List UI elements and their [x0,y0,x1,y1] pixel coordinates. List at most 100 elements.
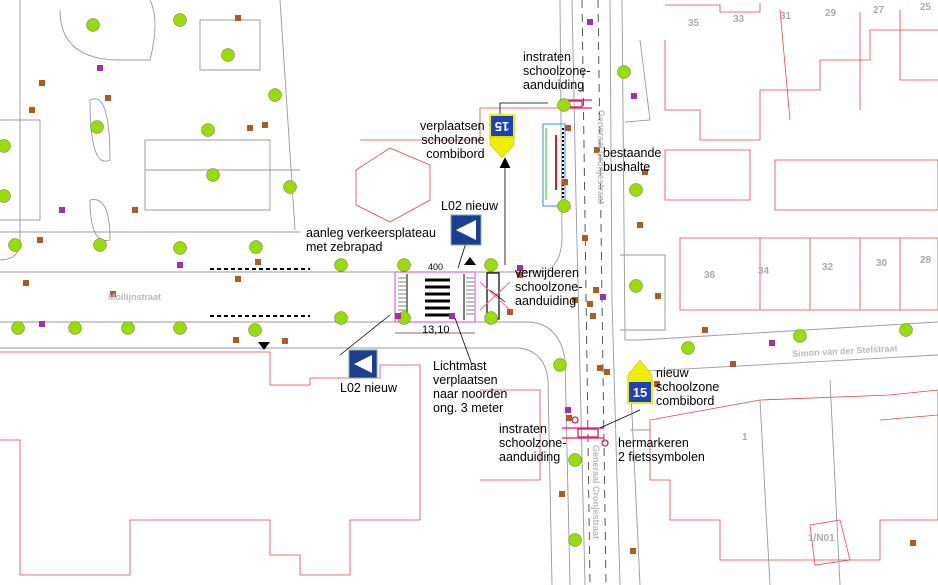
tree-icon [334,311,348,325]
label-nieuw-combibord: nieuw schoolzone combibord [656,366,720,408]
sign-post-icon [637,222,643,228]
house-number: 27 [873,5,885,16]
tree-icon [283,180,297,194]
label-lichtmast: Lichtmast verplaatsen naar noorden ong. … [433,359,508,415]
tree-icon [201,123,215,137]
combibord-top-speed: 15 [495,119,509,134]
sign-post-icon [590,313,596,319]
tree-icon [173,13,187,27]
tree-icon [206,168,220,182]
bus-stop [542,123,566,207]
lightpost-icon [449,313,455,319]
street-mollijnstraat: Mollijnstraat [108,292,162,302]
house-number: 35 [688,18,700,29]
tree-icon [617,65,631,79]
sign-post-icon [282,338,288,344]
label-l02-top: L02 nieuw [441,199,498,213]
sign-post-icon [39,80,45,86]
label-bestaande-bushalte: bestaande bushalte [603,146,662,174]
sign-post-icon [582,235,588,241]
tree-icon [568,453,582,467]
tree-icon [221,48,235,62]
tree-icon [173,241,187,255]
tree-icon [8,238,22,252]
house-number: 28 [920,255,932,266]
label-l02-bottom: L02 nieuw [340,381,397,395]
tree-icon [484,258,498,272]
tree-icon [268,88,282,102]
sign-post-icon [572,297,578,303]
tree-icon [629,279,643,293]
tree-icon [553,358,567,372]
lightpost-icon [631,93,637,99]
tree-icon [629,183,643,197]
sign-post-icon [642,169,648,175]
tree-icon [0,189,11,203]
arrows [339,102,641,429]
tree-icon [11,321,25,335]
sign-post-icon [132,207,138,213]
trees [0,13,913,547]
lightpost-icon [395,313,401,319]
tree-icon [568,533,582,547]
buildings [0,3,938,576]
label-length-1310: 13,10 [422,324,450,336]
sign-post-icon [235,276,241,282]
lightpost-icon [769,340,775,346]
house-number: 32 [822,262,834,273]
house-number: 1/N01 [808,533,835,544]
label-instraten-top: instraten schoolzone- aanduiding [523,50,591,92]
tree-icon [86,18,100,32]
tree-icon [793,329,807,343]
street-cronje-bottom: Generaal Cronjéstraat [591,445,601,540]
schoolzone-combibord-bottom: 15 [627,359,653,404]
sign-post-icon [255,259,261,265]
tree-icon [334,258,348,272]
sign-post-icon [594,147,600,153]
tree-icon [484,311,498,325]
label-verkeersplateau: aanleg verkeersplateau met zebrapad [306,226,436,254]
sign-post-icon [233,337,239,343]
sign-post-icon [562,179,568,185]
tree-icon [68,321,82,335]
sign-post-icon [566,415,572,421]
lightpost-icon [517,265,523,271]
label-hermarkeren: hermarkeren 2 fietssymbolen [618,436,705,464]
sign-post-icon [105,95,111,101]
combibord-bottom-speed: 15 [633,385,647,400]
tree-icon [557,199,571,213]
tree-icon [90,120,104,134]
house-number: 1 [742,432,748,443]
lightpost-icon [97,65,103,71]
lightpost-icon [59,207,65,213]
tree-icon [93,238,107,252]
sign-post-icon [587,301,593,307]
sign-post-icon [37,237,43,243]
house-number: 29 [825,8,837,19]
tree-icon [0,139,11,153]
sign-post-icon [565,125,571,131]
sign-post-icon [910,540,916,546]
sign-post-icon [29,107,35,113]
street-cronje-top: Generaal Cronjéstraat [596,110,606,205]
lightpost-icon [39,321,45,327]
tree-icon [899,323,913,337]
sign-post-icon [655,293,661,299]
l02-sign-top [450,214,482,246]
sign-post-icon [507,309,513,315]
tree-icon [173,321,187,335]
house-number: 34 [758,266,770,277]
lightpost-icon [177,262,183,268]
lightpost-icon [565,407,571,413]
label-width-400: 400 [428,262,444,272]
sign-post-icon [702,327,708,333]
sign-post-icon [593,287,599,293]
sign-post-icon [262,122,268,128]
tree-icon [557,98,571,112]
lightpost-icon [587,19,593,25]
sign-post-icon [247,125,253,131]
label-instraten-bottom: instraten schoolzone- aanduiding [499,422,567,464]
sign-post-icon [597,365,603,371]
